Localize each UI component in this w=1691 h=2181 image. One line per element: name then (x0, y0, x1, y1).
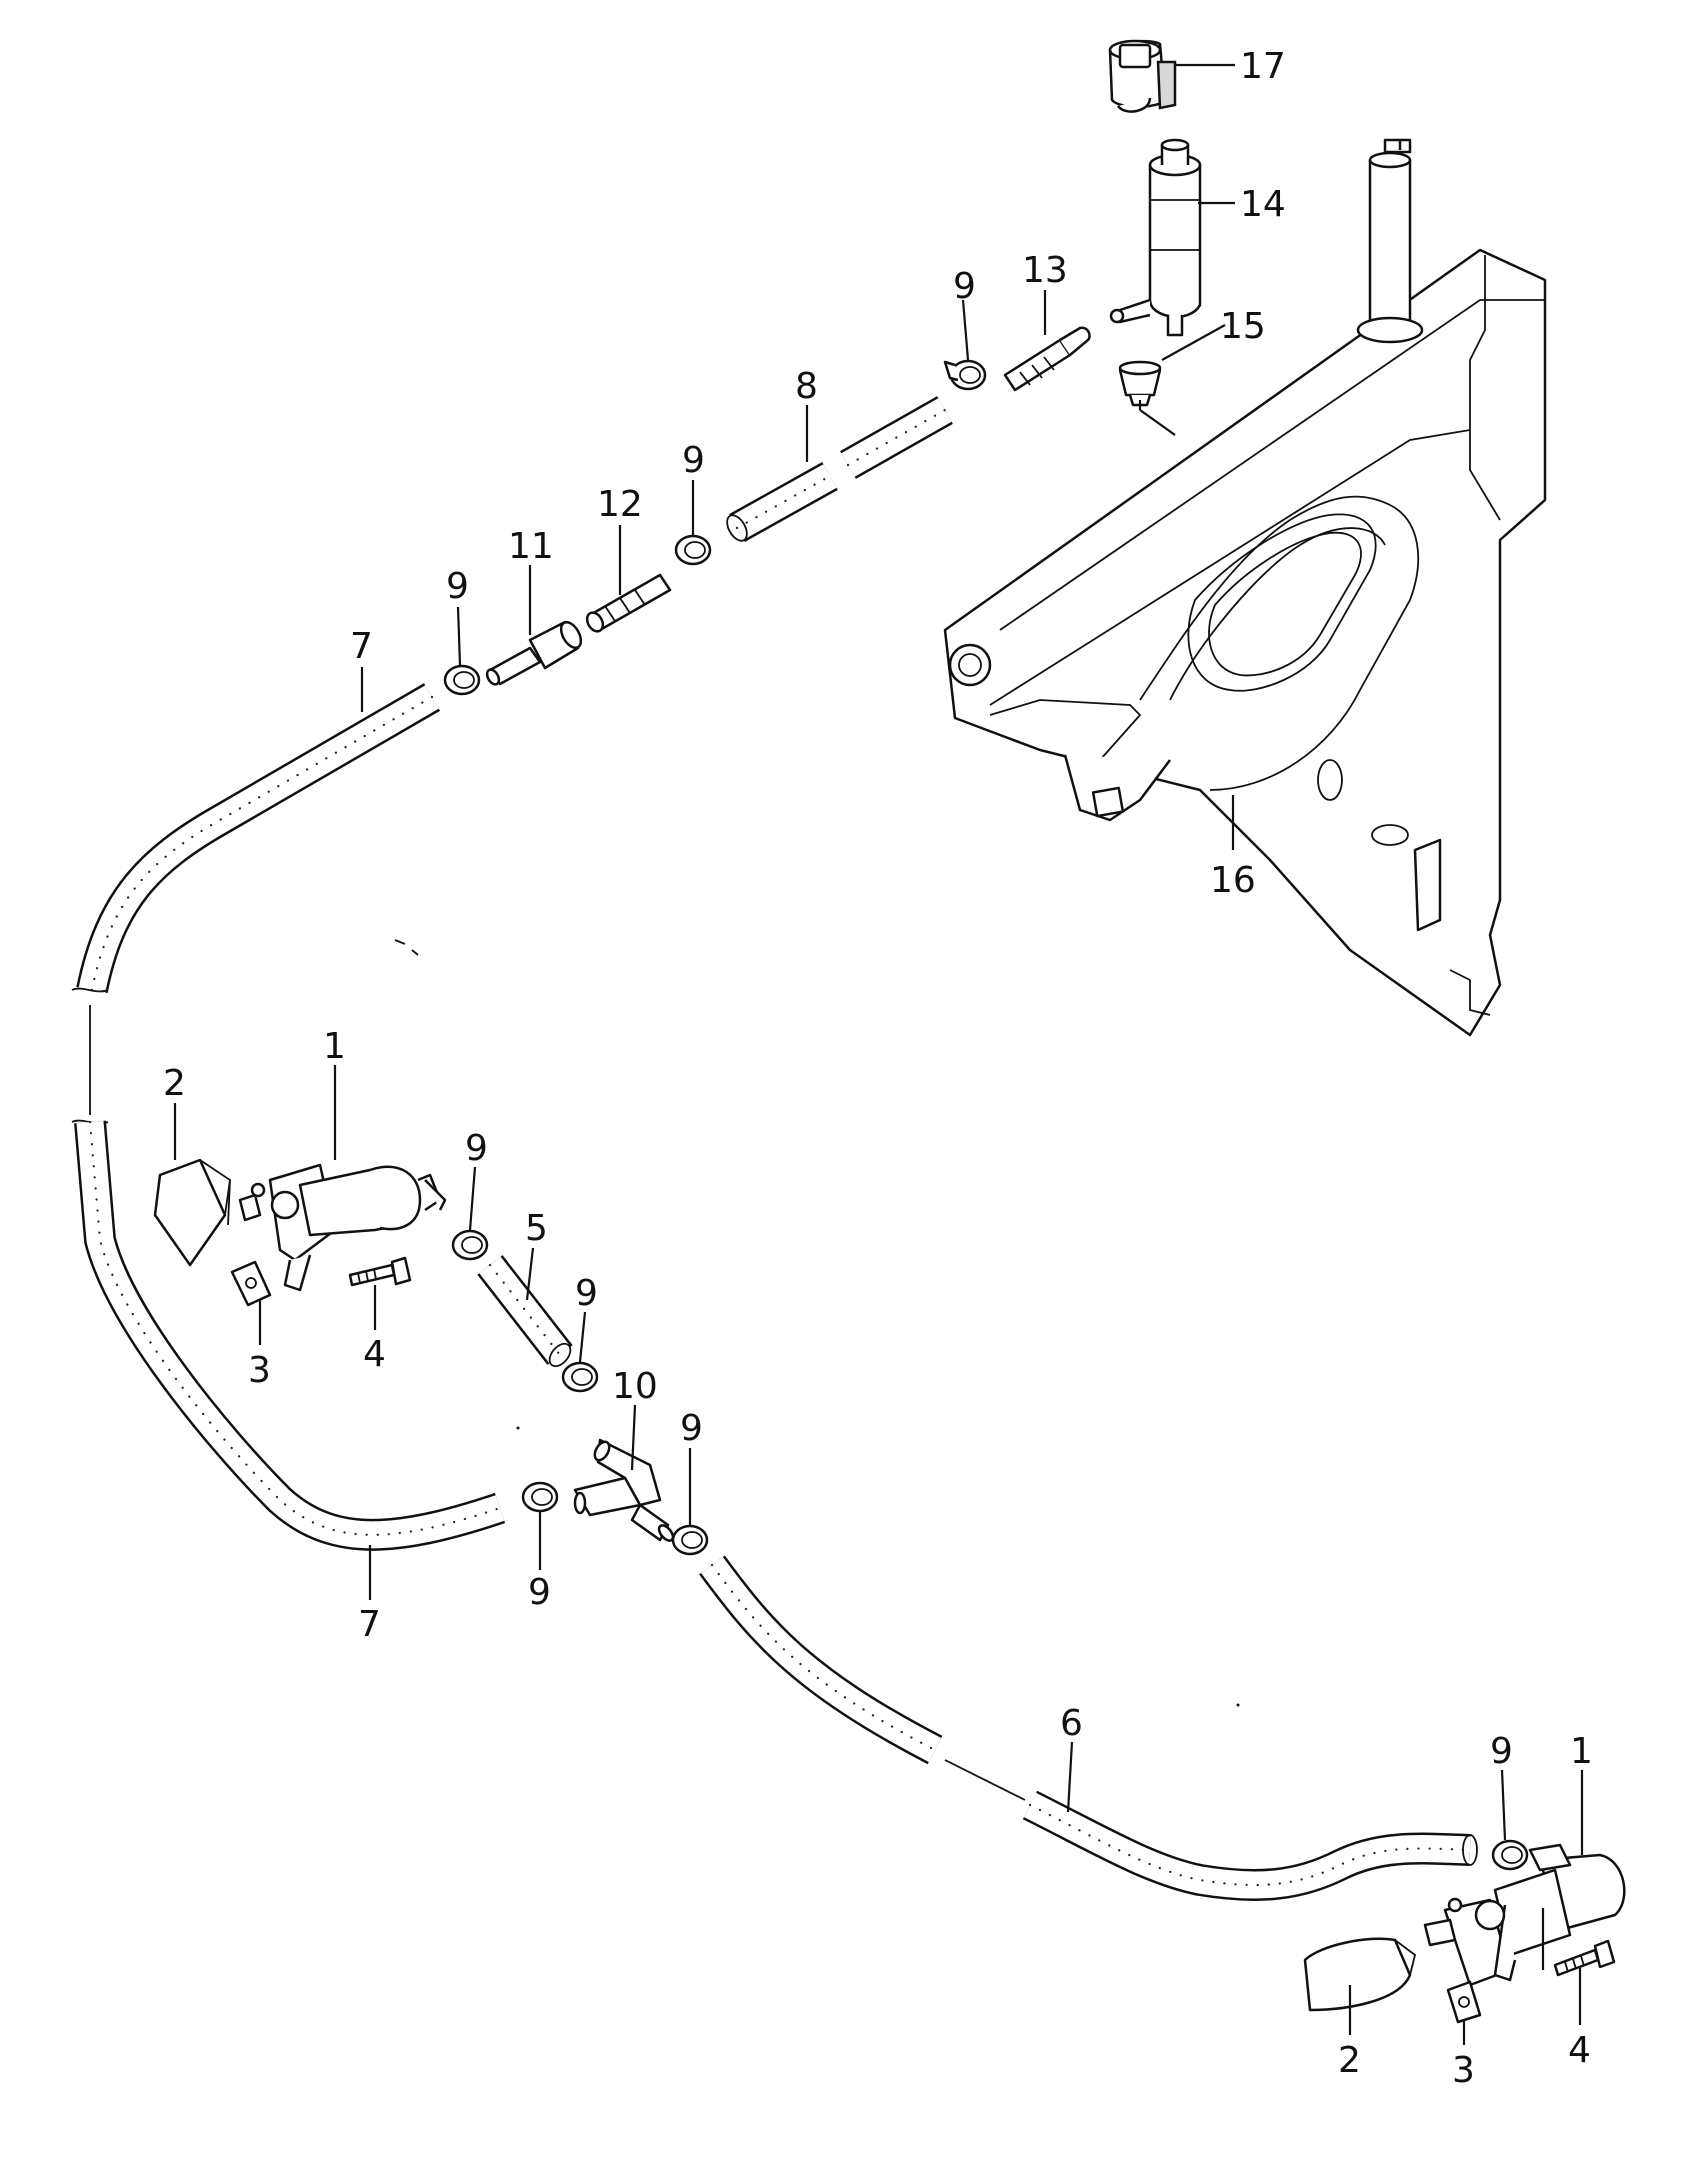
nozzle-cover-left (153, 1158, 231, 1267)
bolt-right (1553, 1939, 1616, 1977)
callout-16: 16 (1210, 860, 1256, 901)
callout-7-upper: 7 (350, 626, 373, 667)
callout-4-left: 4 (363, 1334, 386, 1375)
hose-clamp-right-tee (671, 1524, 709, 1556)
hose-clamp-top-left (443, 664, 481, 696)
callout-9-bottom-right: 9 (1490, 1731, 1513, 1772)
callout-10: 10 (612, 1366, 658, 1407)
washer-pump (1109, 138, 1202, 337)
retaining-clip-right (1446, 1980, 1482, 2024)
callout-9-top-left: 9 (446, 566, 469, 607)
callout-1-left: 1 (323, 1026, 346, 1067)
hose-clamp-left-tee (521, 1481, 559, 1513)
hose-clamp-left-nozzle (451, 1229, 489, 1261)
callout-9-right-tee: 9 (680, 1408, 703, 1449)
hose-7-lower (74, 1120, 506, 1551)
callout-13: 13 (1022, 250, 1068, 291)
callout-11: 11 (508, 526, 554, 567)
hose-connector-13 (1003, 326, 1091, 392)
callout-2-left: 2 (163, 1063, 186, 1104)
hose-clamp-mid-hose-5 (561, 1361, 599, 1393)
hose-connector-11 (485, 620, 583, 686)
callout-17: 17 (1240, 46, 1286, 87)
hose-8 (726, 396, 953, 542)
retaining-clip-left (230, 1260, 272, 1307)
bolt-left (348, 1256, 412, 1287)
washer-nozzle-left (238, 1163, 447, 1292)
washer-reservoir (943, 138, 1547, 1037)
hose-6 (699, 1555, 1478, 1901)
hose-5 (477, 1255, 573, 1368)
callout-8: 8 (795, 366, 818, 407)
callout-12: 12 (597, 484, 643, 525)
callout-4-right: 4 (1568, 2030, 1591, 2071)
t-piece-connector (573, 1438, 675, 1542)
nozzle-cover-right (1303, 1937, 1417, 2012)
hose-clamp-bottom-right (1491, 1839, 1529, 1871)
callout-3-right: 3 (1452, 2050, 1475, 2091)
callout-9-top-mid: 9 (682, 440, 705, 481)
stray-marks (394, 939, 1240, 1707)
callout-7-lower: 7 (358, 1604, 381, 1645)
callout-9-left-nozzle: 9 (465, 1128, 488, 1169)
callout-3-left: 3 (248, 1350, 271, 1391)
hose-clamp-top-right (943, 359, 987, 391)
electrical-connector (1108, 39, 1177, 113)
callout-labels: 17 14 15 13 9 8 9 12 11 9 7 16 2 1 9 5 9… (163, 46, 1593, 2091)
callout-14: 14 (1240, 184, 1286, 225)
pump-grommet (1118, 360, 1162, 407)
hose-7-upper (71, 683, 441, 1125)
callout-6: 6 (1060, 1703, 1083, 1744)
hose-clamp-top-mid (674, 534, 712, 566)
callout-1-right: 1 (1570, 1731, 1593, 1772)
callout-9-left-tee: 9 (528, 1572, 551, 1613)
callout-9-top-right: 9 (953, 266, 976, 307)
washer-nozzle-right (1423, 1843, 1626, 1987)
hose-connector-12 (585, 573, 672, 633)
callout-9-hose-5: 9 (575, 1273, 598, 1314)
leader-lines (173, 63, 1584, 2045)
callout-15: 15 (1220, 306, 1266, 347)
callout-5: 5 (525, 1208, 548, 1249)
callout-2-right: 2 (1338, 2040, 1361, 2081)
